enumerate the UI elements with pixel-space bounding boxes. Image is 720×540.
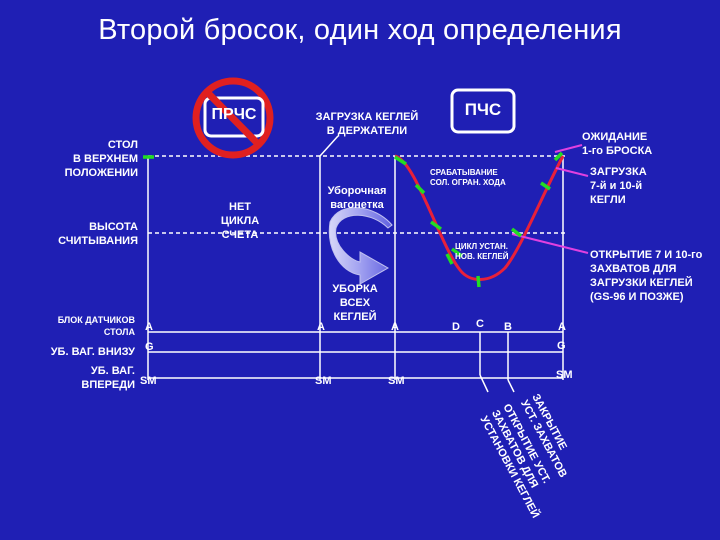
signal-sm-2: SM (315, 375, 332, 387)
pointer-waiting (554, 144, 583, 153)
no-cycle-label: НЕТ ЦИКЛА СЧЕТА (220, 201, 260, 241)
signal-sm-4: SM (556, 369, 573, 381)
pointer-loading (555, 167, 589, 177)
signal-sm-3: SM (388, 375, 405, 387)
page-title: Второй бросок, один ход определения (98, 14, 622, 46)
opening-grips-label: ОТКРЫТИЕ 7 И 10-го ЗАХВАТОВ ДЛЯ ЗАГРУЗКИ… (590, 249, 703, 303)
c-leader-diag (479, 374, 489, 393)
prchs-badge-label: ПРЧС (211, 106, 257, 123)
signal-d: D (452, 321, 460, 333)
signal-sm-1: SM (140, 375, 157, 387)
marker-curve-7 (540, 181, 551, 191)
solenoid-trigger-label: СРАБАТЫВАНИЕ СОЛ. ОГРАН. ХОДА (430, 168, 506, 187)
sweep-wagon-label: Уборочная вагонетка (327, 185, 387, 211)
sweep-arrow-icon (328, 207, 393, 285)
b-leader-diag (507, 379, 515, 393)
signal-g-1: G (145, 341, 154, 353)
signal-b: B (504, 321, 512, 333)
loading-pins-label: ЗАГРУЗКА 7-й и 10-й КЕГЛИ (590, 166, 647, 206)
signal-a-4: A (558, 321, 566, 333)
pchs-badge-box (450, 88, 516, 134)
marker-curve-1 (394, 155, 407, 166)
signal-c: C (476, 318, 484, 330)
sweep-all-label: УБОРКА ВСЕХ КЕГЛЕЙ (332, 283, 378, 323)
pointer-opening (511, 233, 589, 254)
set-cycle-label: ЦИКЛ УСТАН. НОВ. КЕГЛЕЙ (455, 242, 509, 261)
marker-curve-9 (450, 247, 464, 258)
marker-curve-3 (429, 220, 443, 231)
sensor-block-label: БЛОК ДАТЧИКОВ СТОЛА (57, 315, 135, 337)
table-up-label: СТОЛ В ВЕРХНЕМ ПОЛОЖЕНИИ (64, 139, 138, 179)
pchs-badge-label: ПЧС (464, 100, 502, 119)
marker-curve-8 (553, 151, 564, 162)
marker-curve-6 (510, 227, 523, 238)
carriage-forward-label: УБ. ВАГ. ВПЕРЕДИ (81, 365, 135, 391)
loading-holders-label: ЗАГРУЗКА КЕГЛЕЙ В ДЕРЖАТЕЛИ (315, 111, 419, 137)
signal-a-3: A (391, 321, 399, 333)
pinsetter-cycle-curve (394, 154, 565, 281)
read-height-label: ВЫСОТА СЧИТЫВАНИЯ (58, 221, 138, 247)
marker-curve-4 (445, 253, 454, 265)
marker-curve-2 (414, 183, 426, 195)
green-markers (143, 151, 564, 288)
waiting-label: ОЖИДАНИЕ 1-го БРОСКА (582, 131, 653, 157)
signal-g-2: G (557, 340, 566, 352)
carriage-down-label: УБ. ВАГ. ВНИЗУ (50, 346, 135, 358)
signal-a-2: A (317, 321, 325, 333)
pointer-load-holders (319, 135, 339, 157)
prchs-prohibited-badge (192, 77, 274, 159)
marker-curve-5 (476, 275, 481, 288)
signal-a-1: A (145, 321, 153, 333)
